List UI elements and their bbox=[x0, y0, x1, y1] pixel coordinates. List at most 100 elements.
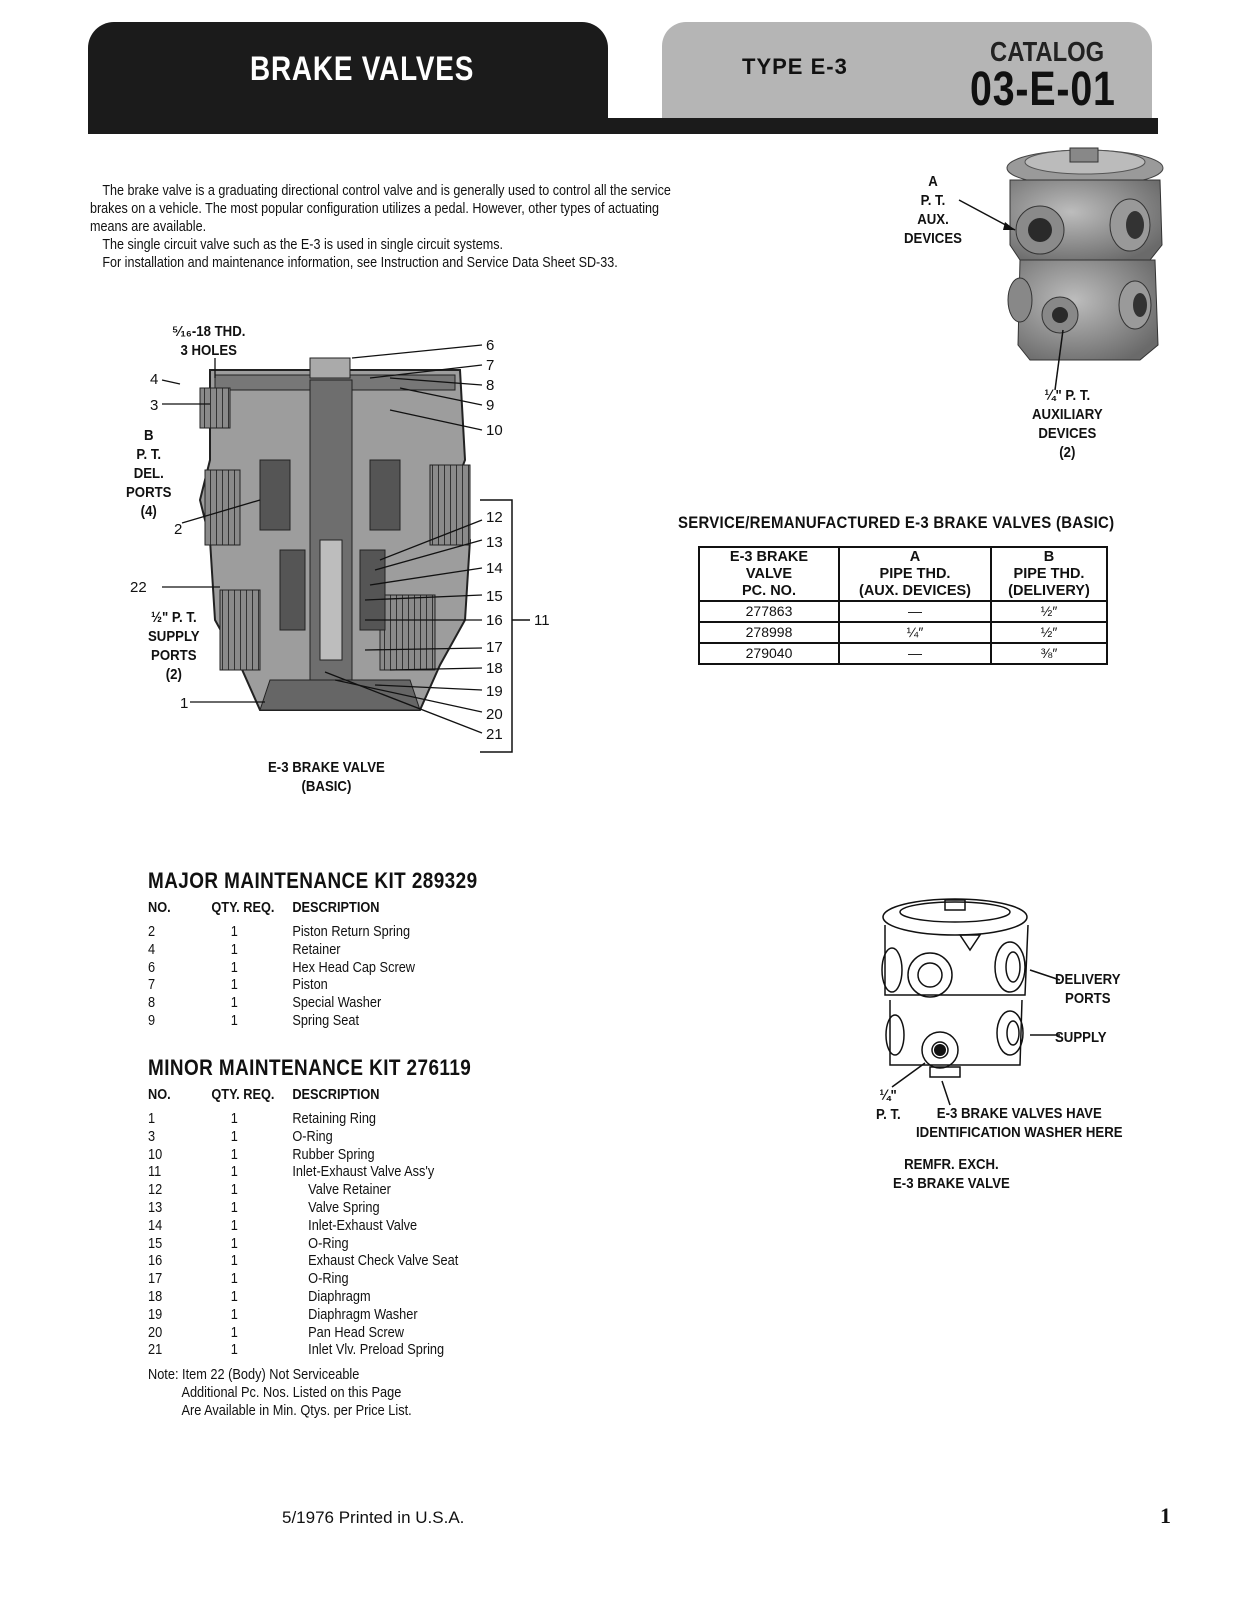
callout-number: 9 bbox=[486, 397, 494, 414]
item-no: 2 bbox=[148, 924, 156, 940]
pipe-thread-callout: ¼" P. T. bbox=[876, 1087, 901, 1123]
col-desc: DESCRIPTION bbox=[292, 1087, 380, 1103]
item-qty: 1 bbox=[230, 941, 238, 958]
item-qty: 1 bbox=[230, 1306, 238, 1323]
service-table-title: SERVICE/REMANUFACTURED E-3 BRAKE VALVES … bbox=[678, 513, 1115, 532]
item-no: 21 bbox=[148, 1342, 163, 1359]
list-item: 6 1 Hex Head Cap Screw bbox=[148, 960, 465, 978]
callout-number: 20 bbox=[486, 706, 503, 723]
header-line: E-3 BRAKE VALVE PC. NO. bbox=[729, 549, 809, 599]
item-no: 4 bbox=[148, 941, 156, 958]
col-qty: QTY. REQ. bbox=[211, 1087, 275, 1103]
list-item: 10 1 Rubber Spring bbox=[148, 1147, 482, 1165]
table-header: B PIPE THD. (DELIVERY) bbox=[990, 546, 1108, 602]
item-qty: 1 bbox=[230, 1288, 238, 1305]
header-line: A PIPE THD. (AUX. DEVICES) bbox=[859, 549, 971, 599]
service-table: E-3 BRAKE VALVE PC. NO. A PIPE THD. (AUX… bbox=[698, 546, 1108, 665]
item-no: 20 bbox=[148, 1324, 163, 1341]
callout-number: 13 bbox=[486, 534, 503, 551]
item-qty: 1 bbox=[230, 1271, 238, 1288]
callout-number: 7 bbox=[486, 357, 494, 374]
header-divider bbox=[610, 22, 660, 120]
item-desc: O-Ring bbox=[308, 1271, 349, 1288]
intro-paragraph: The brake valve is a graduating directio… bbox=[90, 183, 671, 235]
callout-number: 14 bbox=[486, 560, 503, 577]
table-header-row: E-3 BRAKE VALVE PC. NO. A PIPE THD. (AUX… bbox=[698, 546, 1108, 602]
col-qty: QTY. REQ. bbox=[211, 900, 275, 916]
aux-devices-label: ¼" P. T. AUXILIARY DEVICES (2) bbox=[1032, 387, 1103, 461]
item-no: 19 bbox=[148, 1306, 163, 1323]
item-desc: Diaphragm Washer bbox=[308, 1306, 418, 1323]
callout-number: 6 bbox=[486, 337, 494, 354]
item-qty: 1 bbox=[230, 1111, 238, 1127]
item-no: 17 bbox=[148, 1271, 163, 1288]
callout-number: 12 bbox=[486, 509, 503, 526]
list-header: NO. QTY. REQ. DESCRIPTION bbox=[148, 1087, 482, 1111]
page-number: 1 bbox=[1160, 1503, 1171, 1528]
item-desc: O-Ring bbox=[292, 1128, 333, 1145]
item-no: 9 bbox=[148, 1012, 156, 1029]
note-line: Additional Pc. Nos. Listed on this Page bbox=[181, 1385, 402, 1401]
table-cell: ½″ bbox=[990, 600, 1108, 623]
item-no: 18 bbox=[148, 1288, 163, 1305]
table-row: 279040 — ⅜″ bbox=[698, 642, 1108, 665]
item-qty: 1 bbox=[230, 1128, 238, 1145]
item-qty: 1 bbox=[230, 1199, 238, 1216]
item-desc: Special Washer bbox=[292, 995, 382, 1012]
table-cell: ¼″ bbox=[838, 621, 992, 644]
item-qty: 1 bbox=[230, 995, 238, 1012]
item-desc: Inlet-Exhaust Valve bbox=[308, 1217, 418, 1234]
callout-number: 3 bbox=[150, 397, 158, 414]
item-desc: Piston Return Spring bbox=[292, 924, 411, 940]
item-desc: Inlet Vlv. Preload Spring bbox=[308, 1342, 445, 1359]
table-header: E-3 BRAKE VALVE PC. NO. bbox=[698, 546, 840, 602]
callout-number: 22 bbox=[130, 579, 147, 596]
table-cell: — bbox=[838, 642, 992, 665]
item-qty: 1 bbox=[230, 924, 238, 940]
list-item: 19 1 Diaphragm Washer bbox=[148, 1307, 482, 1325]
supply-ports-label: ½" P. T. SUPPLY PORTS (2) bbox=[148, 609, 200, 683]
item-desc: O-Ring bbox=[308, 1235, 349, 1252]
callout-number: 4 bbox=[150, 371, 158, 388]
item-qty: 1 bbox=[230, 1146, 238, 1163]
table-row: 278998 ¼″ ½″ bbox=[698, 621, 1108, 644]
item-no: 16 bbox=[148, 1253, 163, 1270]
item-no: 3 bbox=[148, 1128, 156, 1145]
valve-photo bbox=[1006, 147, 1164, 361]
table-header: A PIPE THD. (AUX. DEVICES) bbox=[838, 546, 992, 602]
supply-callout: SUPPLY bbox=[1055, 1029, 1107, 1046]
intro-text: The brake valve is a graduating directio… bbox=[90, 182, 688, 272]
item-desc: Piston bbox=[292, 977, 328, 994]
callout-number: 2 bbox=[174, 521, 182, 538]
list-item: 21 1 Inlet Vlv. Preload Spring bbox=[148, 1342, 482, 1360]
valve-type: TYPE E-3 bbox=[742, 54, 848, 79]
item-no: 12 bbox=[148, 1182, 163, 1199]
callout-number: 1 bbox=[180, 695, 188, 712]
catalog-label: CATALOG bbox=[990, 36, 1105, 67]
note-line: Note: Item 22 (Body) Not Serviceable bbox=[148, 1367, 360, 1383]
item-no: 13 bbox=[148, 1199, 163, 1216]
item-desc: Diaphragm bbox=[308, 1288, 371, 1305]
item-desc: Hex Head Cap Screw bbox=[292, 959, 416, 976]
item-desc: Rubber Spring bbox=[292, 1146, 375, 1163]
table-cell: ⅜″ bbox=[990, 642, 1108, 665]
item-no: 6 bbox=[148, 959, 156, 976]
header-rule bbox=[88, 118, 1158, 134]
item-qty: 1 bbox=[230, 1342, 238, 1359]
item-no: 10 bbox=[148, 1146, 163, 1163]
list-item: 3 1 O-Ring bbox=[148, 1129, 482, 1147]
header-catalog-banner bbox=[662, 22, 1152, 120]
table-row: 277863 — ½″ bbox=[698, 600, 1108, 623]
major-kit-title: MAJOR MAINTENANCE KIT 289329 bbox=[148, 868, 478, 893]
list-item: 18 1 Diaphragm bbox=[148, 1289, 482, 1307]
note-line: Are Available in Min. Qtys. per Price Li… bbox=[181, 1403, 412, 1419]
callout-number: 11 bbox=[534, 612, 550, 629]
item-qty: 1 bbox=[230, 959, 238, 976]
callout-number: 10 bbox=[486, 422, 503, 439]
item-qty: 1 bbox=[230, 1012, 238, 1029]
